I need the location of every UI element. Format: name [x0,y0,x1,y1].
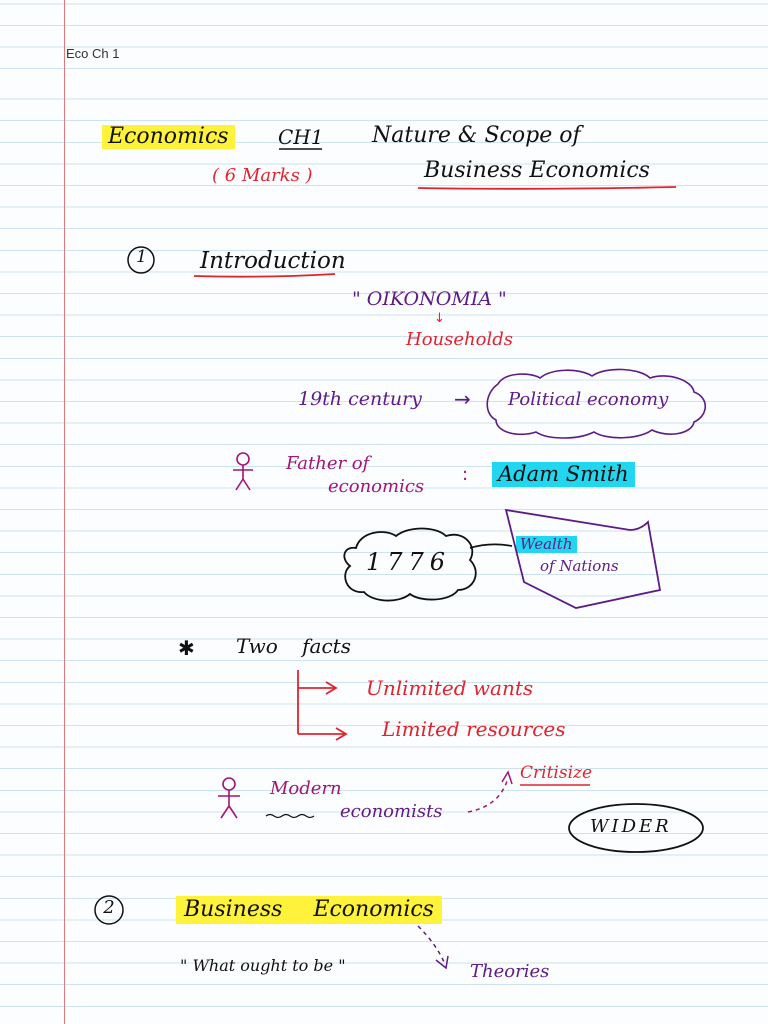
theories-arrow [417,925,445,963]
theories-label: Theories [470,961,550,982]
section2-quote: " What ought to be " [180,956,346,975]
margin-line [64,0,65,1024]
title-topic-line1: Nature & Scope of [372,123,581,148]
section2-heading: Business Economics [176,896,442,924]
father-label-line1: Father of [286,453,370,474]
section2-number: 2 [103,897,115,918]
title-subject: Economics [102,125,235,149]
year-label: 1776 [366,548,452,576]
century-label: 19th century [298,388,422,410]
political-economy-label: Political economy [508,389,669,410]
modern-wavy-underline [265,813,315,819]
title-topic-line2: Business Economics [424,158,650,183]
title-marks: ( 6 Marks ) [212,165,313,186]
political-economy-cloud [486,368,707,439]
criticize-arrow [467,777,509,813]
wider-oval [568,803,704,853]
section1-number-circle [127,246,155,274]
page-header: Eco Ch 1 [66,46,120,61]
section2-number-circle [94,895,124,925]
person-icon-modern [218,777,240,819]
title-chapter: CH1 [278,125,324,149]
year-cloud [343,527,477,602]
book-title-line1: Wealth [516,536,577,553]
bullet-star-icon: ✱ [178,636,195,660]
topic-underline [417,186,677,190]
book-icon [504,508,662,609]
book-title-line2: of Nations [540,557,619,575]
father-label-line2: economics [328,476,425,497]
modern-label-line2: economists [340,801,443,822]
introduction-underline [193,273,336,278]
fact-unlimited-wants: Unlimited wants [366,676,534,700]
criticize-label: Critisize [520,763,593,783]
origin-word: " OIKONOMIA " [352,288,507,310]
section1-number: 1 [136,247,147,267]
two-facts-label: Two facts [236,634,351,658]
section1-heading: Introduction [200,248,346,274]
origin-meaning: Households [406,329,513,350]
year-connector [469,543,513,549]
modern-label-line1: Modern [270,778,342,799]
person-icon-father [233,452,253,491]
facts-bracket [297,670,348,741]
fact-limited-resources: Limited resources [382,717,566,741]
father-colon: : [462,464,469,485]
century-arrow: → [454,387,471,411]
origin-arrow-down: ↓ [434,311,445,326]
father-name: Adam Smith [492,462,635,487]
wider-label: WIDER [590,816,672,837]
